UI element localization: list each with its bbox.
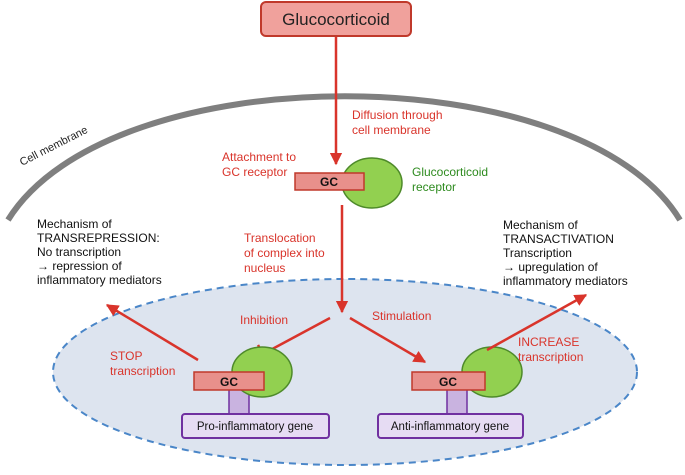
increase-transcription-label: INCREASE transcription xyxy=(518,335,583,364)
stop-transcription-arrow xyxy=(105,303,199,362)
inhibition-line xyxy=(262,316,331,356)
diffusion-label: Diffusion through cell membrane xyxy=(352,108,446,137)
cell-membrane-label: Cell membrane xyxy=(18,124,90,169)
translocation-label: Translocation of complex into nucleus xyxy=(244,231,328,275)
left-gc-box xyxy=(193,371,265,391)
cell-membrane xyxy=(5,93,683,222)
transactivation-text: Mechanism of TRANSACTIVATION Transcripti… xyxy=(503,218,628,288)
increase-transcription-arrow xyxy=(486,293,588,352)
anti-gene-connector xyxy=(446,386,468,415)
gc-box xyxy=(294,172,365,191)
pro-inflammatory-gene-box xyxy=(181,413,330,439)
anti-inflammatory-gene-box xyxy=(377,413,524,439)
glucocorticoid-title: Glucocorticoid xyxy=(282,10,390,29)
gc-label: GC xyxy=(320,175,338,189)
anti-inflammatory-gene-label: Anti-inflammatory gene xyxy=(391,421,509,433)
pro-inflammatory-gene-label: Pro-inflammatory gene xyxy=(197,421,313,433)
stop-transcription-label: STOP transcription xyxy=(110,349,175,378)
left-gc-label: GC xyxy=(220,375,238,389)
inhibition-label: Inhibition xyxy=(240,313,288,327)
right-gc-label: GC xyxy=(439,375,457,389)
right-gc-box xyxy=(411,371,486,391)
attachment-label: Attachment to GC receptor xyxy=(222,150,299,179)
transrepression-text: Mechanism of TRANSREPRESSION: No transcr… xyxy=(37,217,163,287)
glucocorticoid-title-box xyxy=(260,1,412,37)
receptor-label: Glucocorticoid receptor xyxy=(412,165,491,194)
stimulation-label: Stimulation xyxy=(372,309,431,323)
stimulation-arrow xyxy=(349,316,427,364)
